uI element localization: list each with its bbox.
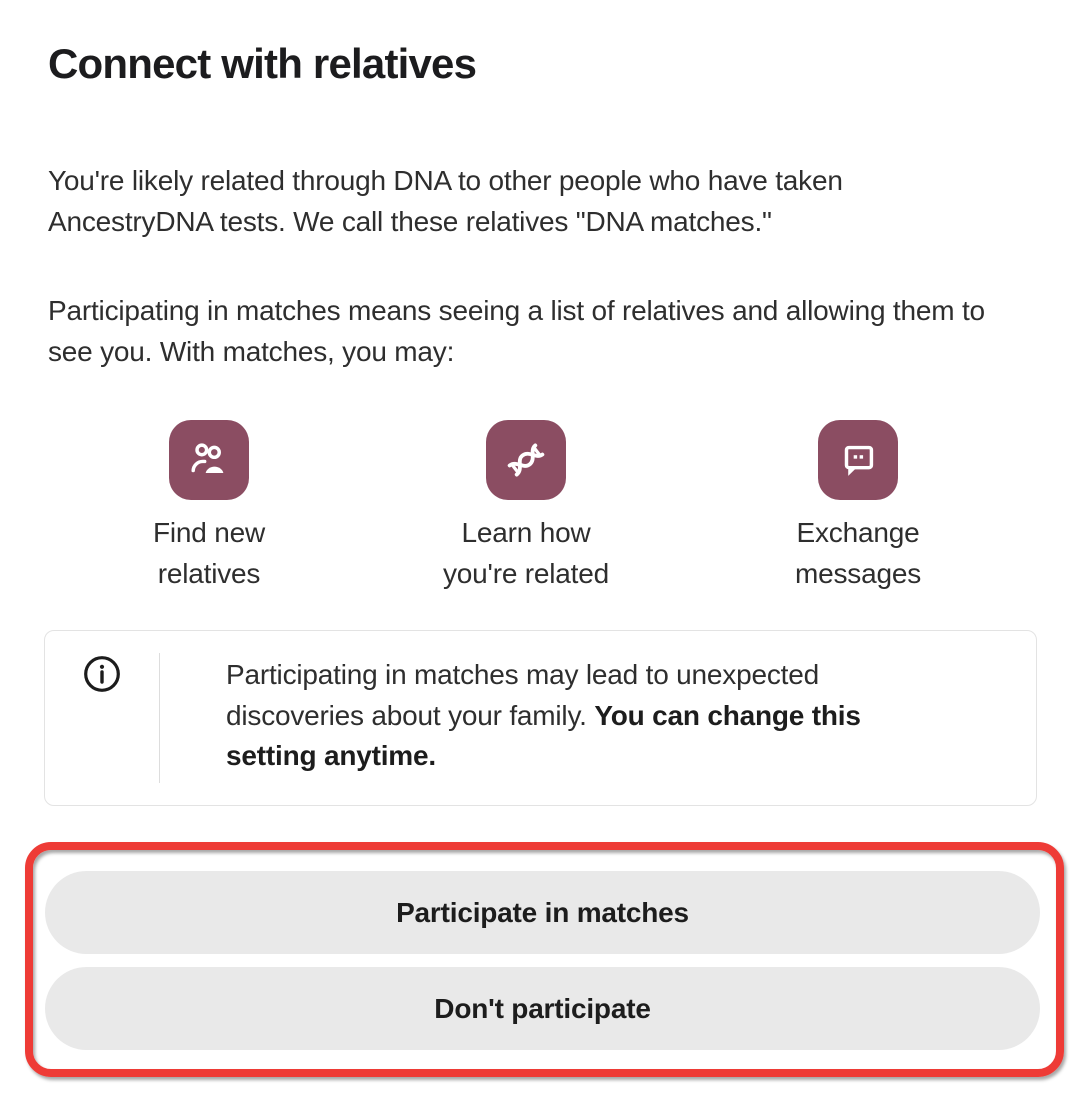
benefit-label: Find new relatives bbox=[152, 517, 265, 589]
note-divider bbox=[159, 653, 160, 783]
benefit-exchange-messages: Exchange messages bbox=[688, 420, 1028, 594]
participate-button[interactable]: Participate in matches bbox=[45, 871, 1040, 954]
message-icon bbox=[818, 420, 898, 500]
info-note: Participating in matches may lead to une… bbox=[44, 630, 1037, 806]
benefit-learn-related: Learn how you're related bbox=[356, 420, 696, 594]
benefit-label: Exchange messages bbox=[794, 517, 921, 589]
dont-participate-button[interactable]: Don't participate bbox=[45, 967, 1040, 1050]
benefit-label: Learn how you're related bbox=[443, 517, 609, 589]
benefit-find-relatives: Find new relatives bbox=[39, 420, 379, 594]
page-title: Connect with relatives bbox=[48, 40, 477, 87]
info-icon bbox=[45, 631, 159, 805]
participation-paragraph: Participating in matches means seeing a … bbox=[48, 295, 985, 367]
people-icon bbox=[169, 420, 249, 500]
dna-icon bbox=[486, 420, 566, 500]
note-text: Participating in matches may lead to une… bbox=[226, 659, 861, 771]
intro-paragraph: You're likely related through DNA to oth… bbox=[48, 165, 843, 237]
